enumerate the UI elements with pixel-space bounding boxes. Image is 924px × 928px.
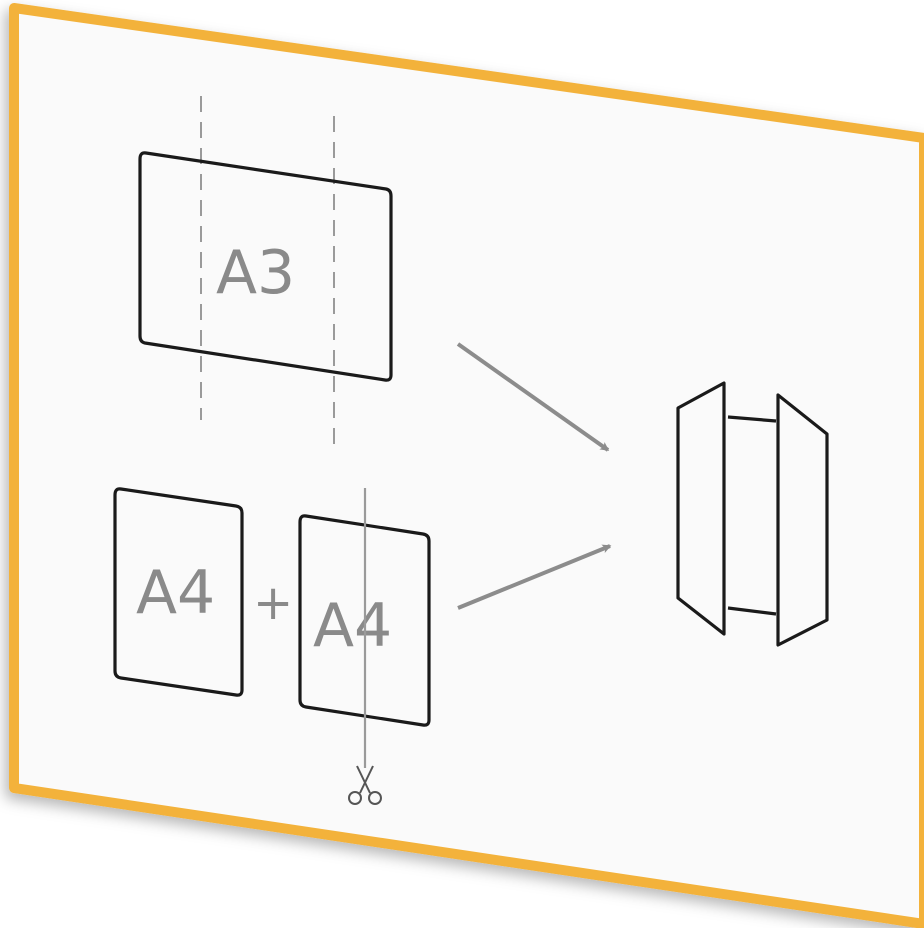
arrow-right-down-icon <box>456 342 610 452</box>
a4-left-label: A4 <box>136 558 215 628</box>
a4-right-label: A4 <box>313 591 392 661</box>
a3-label: A3 <box>216 238 295 308</box>
a3-sheet <box>138 151 393 382</box>
arrow-right-up-icon <box>457 544 612 610</box>
plus-sign: + <box>253 575 293 631</box>
panel-frame <box>9 3 924 928</box>
folded-booklet-icon <box>676 381 829 647</box>
scissors-icon <box>348 765 382 805</box>
a4-right-sheet <box>298 514 431 727</box>
a4-left-sheet <box>113 487 244 697</box>
